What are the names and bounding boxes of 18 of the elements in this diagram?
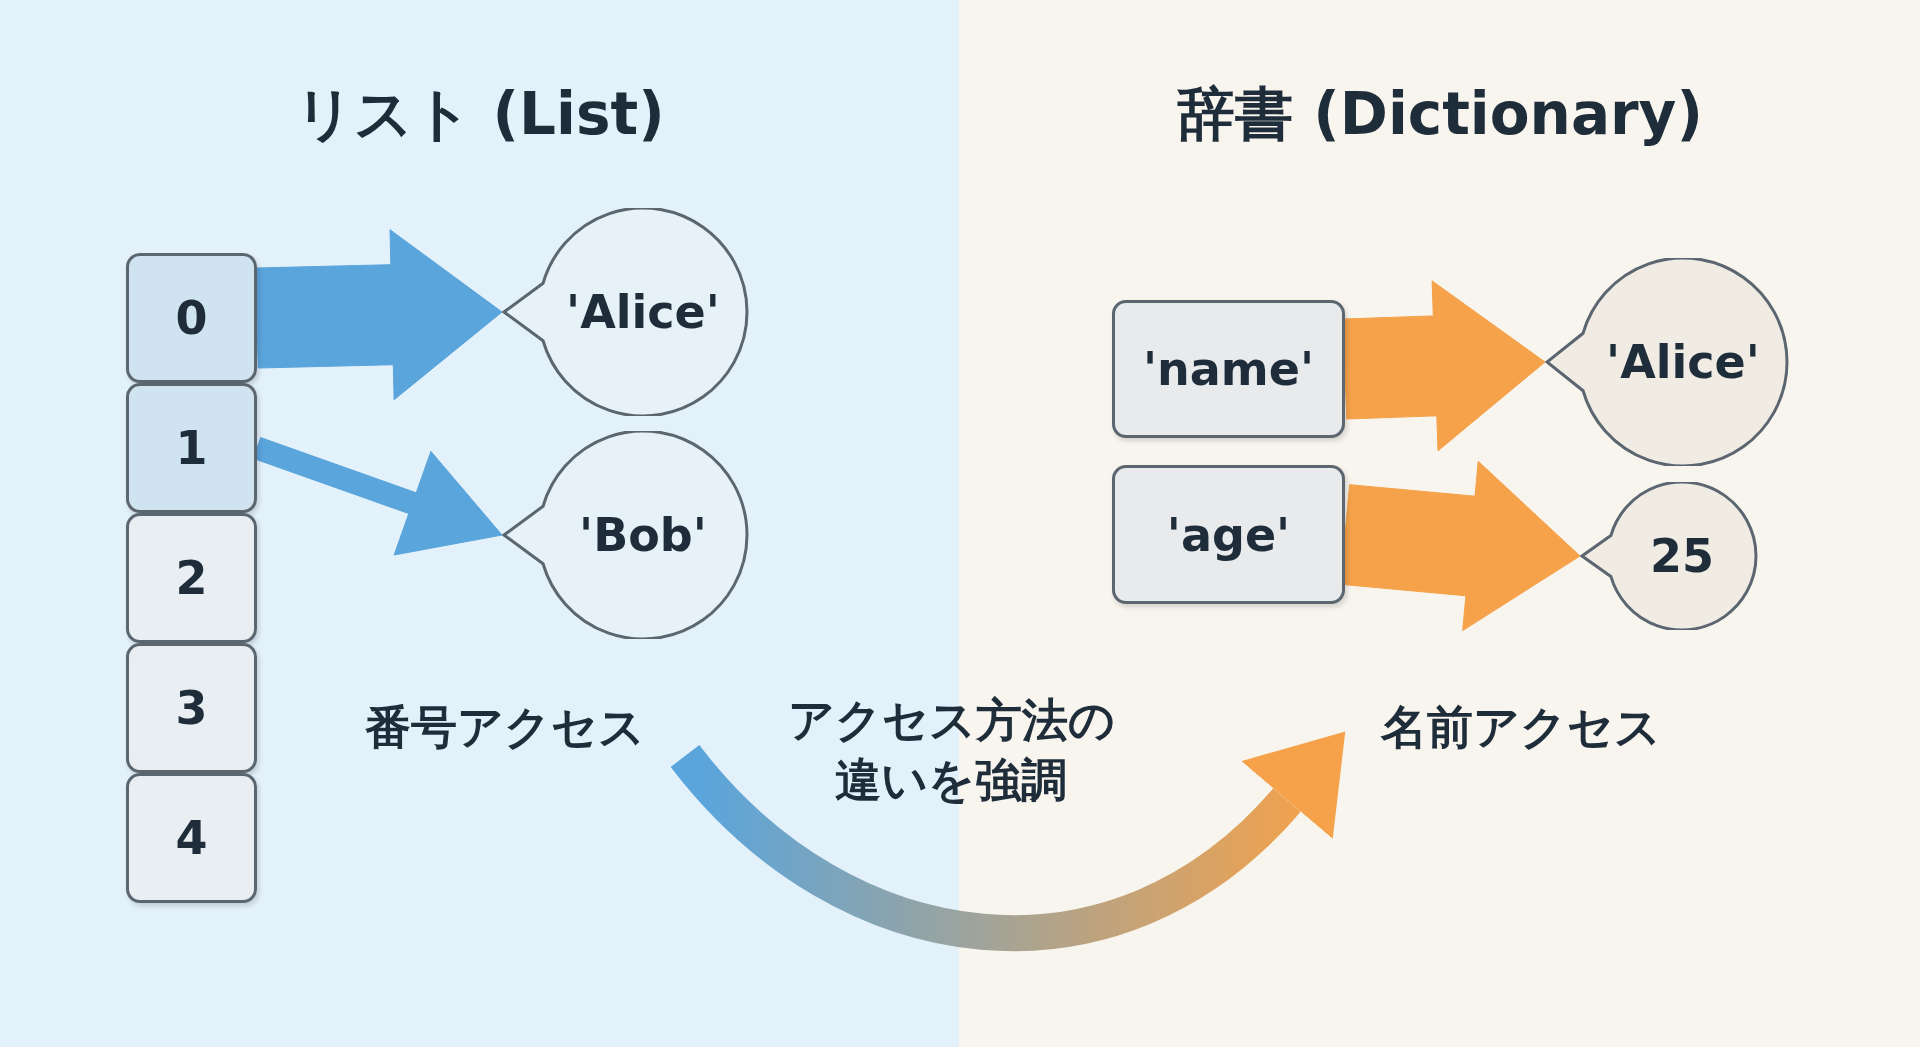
block-arrow — [255, 229, 503, 401]
speech-bubble: 'Alice' — [1545, 258, 1789, 466]
heading: リスト (List) — [294, 79, 666, 150]
key-box: 'age' — [1112, 465, 1345, 604]
key-box: 'name' — [1112, 300, 1345, 438]
speech-bubble: 'Bob' — [502, 431, 749, 639]
speech-bubble: 25 — [1580, 482, 1758, 630]
speech-bubble: 'Alice' — [502, 208, 749, 416]
list-cell: 0 — [126, 253, 257, 383]
edge-label: アクセス方法の違いを強調 — [786, 692, 1116, 809]
list-cell: 1 — [126, 383, 257, 513]
caption-text: 名前アクセス — [1341, 700, 1701, 756]
block-arrow — [1342, 280, 1546, 452]
heading: 辞書 (Dictionary) — [1176, 79, 1704, 150]
list-cell: 3 — [126, 643, 257, 773]
caption-text: 番号アクセス — [325, 700, 685, 756]
list-cell: 4 — [126, 773, 257, 903]
list-cell: 2 — [126, 513, 257, 643]
